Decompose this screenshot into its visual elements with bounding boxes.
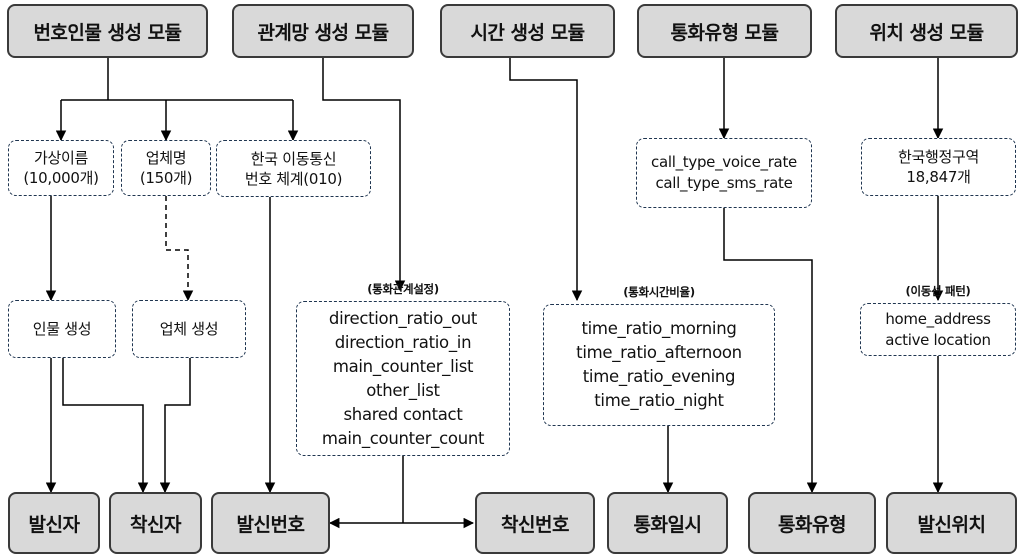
setting-item: direction_ratio_in <box>334 332 472 352</box>
movement-item: home_address <box>885 309 991 328</box>
call-time-ratio-settings: time_ratio_morning time_ratio_afternoon … <box>543 304 775 426</box>
relation-module: 관계망 생성 모듈 <box>232 4 414 58</box>
time-ratio-item: time_ratio_night <box>594 391 724 410</box>
caller-location-output: 발신위치 <box>886 492 1017 554</box>
company-label: 업체명 <box>145 149 187 167</box>
setting-item: direction_ratio_out <box>328 308 478 328</box>
location-module: 위치 생성 모듈 <box>835 4 1018 58</box>
time-module: 시간 생성 모듈 <box>440 4 615 58</box>
wire-person-to-receiver <box>62 358 149 494</box>
setting-item: shared contact <box>343 404 463 424</box>
fake-name-count: (10,000개) <box>23 169 99 187</box>
movement-pattern: home_address active location <box>860 303 1016 356</box>
wire-company-to-receiver <box>159 358 191 494</box>
receiver-number-output: 착신번호 <box>475 492 595 554</box>
caller-output: 발신자 <box>8 492 100 554</box>
korea-mobile-source: 한국 이동통신 번호 체계(010) <box>216 140 371 197</box>
caller-number-output: 발신번호 <box>211 492 330 554</box>
wire-relation-to-settings <box>322 58 406 292</box>
setting-item: main_counter_list <box>332 356 474 376</box>
region-label: 한국행정구역 <box>897 148 979 166</box>
wire-company-to-generator <box>165 196 194 302</box>
mobile-label-line2: 번호 체계(010) <box>244 169 343 188</box>
fake-name-label: 가상이름 <box>33 149 88 167</box>
sms-rate: call_type_sms_rate <box>655 174 793 192</box>
voice-rate: call_type_voice_rate <box>651 153 797 171</box>
call-type-module: 통화유형 모듈 <box>637 4 812 58</box>
mobile-label-line1: 한국 이동통신 <box>250 149 337 168</box>
company-generator-label: 업체 생성 <box>159 320 219 338</box>
company-count: (150개) <box>139 169 193 187</box>
movement-item: active location <box>885 330 991 349</box>
number-person-module: 번호인물 생성 모듈 <box>7 4 208 58</box>
person-generator: 인물 생성 <box>8 300 116 358</box>
fake-name-source: 가상이름 (10,000개) <box>8 140 114 196</box>
setting-item: other_list <box>366 380 440 400</box>
time-ratio-item: time_ratio_afternoon <box>576 343 742 362</box>
call-type-rates: call_type_voice_rate call_type_sms_rate <box>636 138 812 208</box>
call-relation-caption: (통화관계설정) <box>367 282 439 296</box>
receiver-output: 착신자 <box>109 492 202 554</box>
time-ratio-item: time_ratio_evening <box>582 367 736 386</box>
movement-caption: (이동선 패턴) <box>905 284 971 298</box>
person-generator-label: 인물 생성 <box>32 320 92 338</box>
setting-item: main_counter_count <box>321 428 485 448</box>
region-count: 18,847개 <box>906 168 971 186</box>
wire-time-to-ratio <box>509 58 583 302</box>
company-source: 업체명 (150개) <box>121 140 211 196</box>
call-time-ratio-caption: (통화시간비율) <box>623 285 695 299</box>
call-datetime-output: 통화일시 <box>607 492 728 554</box>
admin-region-source: 한국행정구역 18,847개 <box>861 138 1016 196</box>
call-type-output: 통화유형 <box>748 492 876 554</box>
wire-rates-to-calltype-output <box>723 208 818 494</box>
call-relation-settings: direction_ratio_out direction_ratio_in m… <box>296 301 510 456</box>
company-generator: 업체 생성 <box>132 300 246 358</box>
time-ratio-item: time_ratio_morning <box>581 319 737 338</box>
